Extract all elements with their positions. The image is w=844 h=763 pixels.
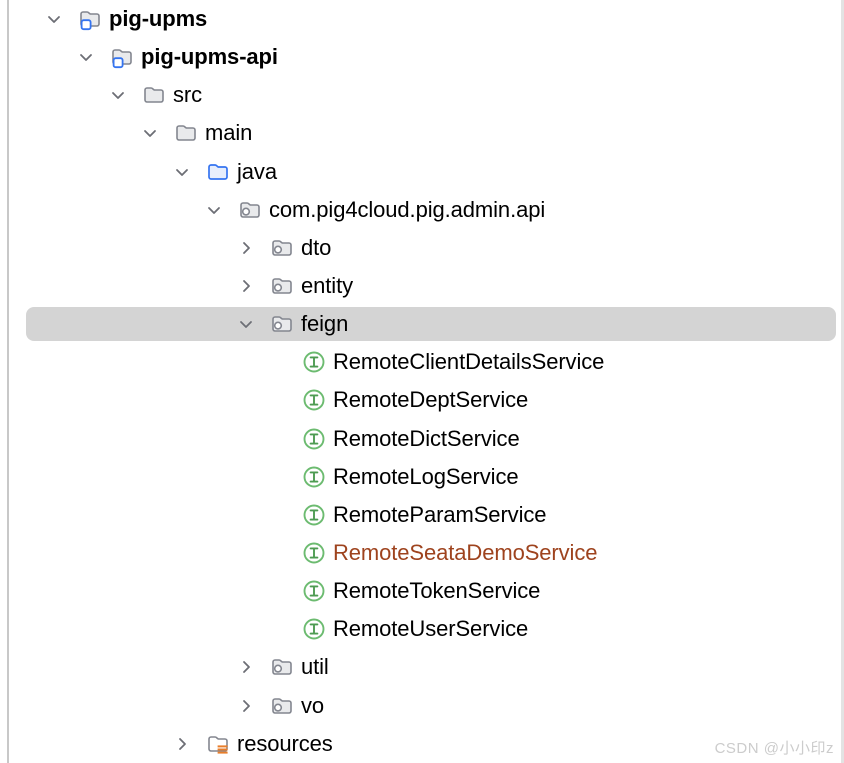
tree-item-label: RemoteClientDetailsService <box>333 349 605 375</box>
tree-item-label: entity <box>301 273 353 299</box>
chevron-spacer <box>268 581 288 601</box>
resources-folder-icon <box>206 732 230 756</box>
package-folder-icon <box>270 694 294 718</box>
tree-item-pig-upms[interactable]: pig-upms <box>0 0 844 38</box>
chevron-down-icon[interactable] <box>204 200 224 220</box>
chevron-right-icon[interactable] <box>172 734 192 754</box>
chevron-spacer <box>268 619 288 639</box>
chevron-spacer <box>268 467 288 487</box>
tree-item-remoteparamservice[interactable]: RemoteParamService <box>0 496 844 534</box>
tree-item-src[interactable]: src <box>0 76 844 114</box>
tree-item-label: feign <box>301 311 349 337</box>
tree-item-label: vo <box>301 692 325 718</box>
package-folder-icon <box>238 198 262 222</box>
chevron-right-icon[interactable] <box>236 276 256 296</box>
interface-icon <box>302 503 326 527</box>
folder-icon <box>142 83 166 107</box>
tree-item-java[interactable]: java <box>0 153 844 191</box>
tree-item-feign[interactable]: feign <box>0 305 844 343</box>
tree-item-label: RemoteDictService <box>333 425 520 451</box>
chevron-down-icon[interactable] <box>76 47 96 67</box>
tree-item-main[interactable]: main <box>0 114 844 152</box>
tree-item-label: RemoteParamService <box>333 501 547 527</box>
chevron-right-icon[interactable] <box>236 696 256 716</box>
package-folder-icon <box>270 312 294 336</box>
interface-icon <box>302 579 326 603</box>
tree-item-label: RemoteSeataDemoService <box>333 540 598 566</box>
chevron-down-icon[interactable] <box>140 123 160 143</box>
package-folder-icon <box>270 655 294 679</box>
tree-item-remotedeptservice[interactable]: RemoteDeptService <box>0 381 844 419</box>
chevron-down-icon[interactable] <box>108 85 128 105</box>
tree-item-remoteseatademoservice[interactable]: RemoteSeataDemoService <box>0 534 844 572</box>
tree-item-remoteuserservice[interactable]: RemoteUserService <box>0 610 844 648</box>
chevron-spacer <box>268 390 288 410</box>
module-folder-icon <box>110 45 134 69</box>
tree-item-util[interactable]: util <box>0 648 844 686</box>
interface-icon <box>302 465 326 489</box>
tree-item-label: java <box>237 158 277 184</box>
tree-item-resources[interactable]: resources <box>0 725 844 763</box>
chevron-spacer <box>268 352 288 372</box>
tree-item-label: pig-upms-api <box>141 44 278 70</box>
tree-item-label: main <box>205 120 253 146</box>
tree-item-entity[interactable]: entity <box>0 267 844 305</box>
tree-item-remotelogservice[interactable]: RemoteLogService <box>0 458 844 496</box>
interface-icon <box>302 617 326 641</box>
panel-left-border <box>7 0 9 763</box>
tree-item-label: RemoteUserService <box>333 616 529 642</box>
tree-item-remotedictservice[interactable]: RemoteDictService <box>0 420 844 458</box>
tree-item-label: util <box>301 654 329 680</box>
chevron-spacer <box>268 505 288 525</box>
tree-item-label: RemoteDeptService <box>333 387 529 413</box>
chevron-down-icon[interactable] <box>172 162 192 182</box>
chevron-down-icon[interactable] <box>236 314 256 334</box>
interface-icon <box>302 388 326 412</box>
tree-item-com-pig4cloud-pig-admin-api[interactable]: com.pig4cloud.pig.admin.api <box>0 191 844 229</box>
source-folder-icon <box>206 160 230 184</box>
selection-highlight <box>26 307 836 342</box>
tree-item-label: dto <box>301 234 332 260</box>
chevron-right-icon[interactable] <box>236 657 256 677</box>
tree-item-label: resources <box>237 730 333 756</box>
folder-icon <box>174 121 198 145</box>
tree-item-label: pig-upms <box>109 6 208 32</box>
tree-item-pig-upms-api[interactable]: pig-upms-api <box>0 38 844 76</box>
interface-icon <box>302 350 326 374</box>
tree-item-remoteclientdetailsservice[interactable]: RemoteClientDetailsService <box>0 343 844 381</box>
tree-item-label: RemoteTokenService <box>333 578 541 604</box>
chevron-right-icon[interactable] <box>236 238 256 258</box>
module-folder-icon <box>78 7 102 31</box>
tree-item-dto[interactable]: dto <box>0 229 844 267</box>
tree-item-vo[interactable]: vo <box>0 687 844 725</box>
csdn-watermark: CSDN @小小印z <box>714 740 834 757</box>
interface-icon <box>302 541 326 565</box>
chevron-spacer <box>268 429 288 449</box>
chevron-down-icon[interactable] <box>44 9 64 29</box>
package-folder-icon <box>270 274 294 298</box>
package-folder-icon <box>270 236 294 260</box>
tree-item-label: src <box>173 82 203 108</box>
chevron-spacer <box>268 543 288 563</box>
panel-right-border[interactable] <box>841 0 844 763</box>
tree-item-remotetokenservice[interactable]: RemoteTokenService <box>0 572 844 610</box>
interface-icon <box>302 427 326 451</box>
tree-item-label: RemoteLogService <box>333 463 519 489</box>
tree-item-label: com.pig4cloud.pig.admin.api <box>269 196 546 222</box>
